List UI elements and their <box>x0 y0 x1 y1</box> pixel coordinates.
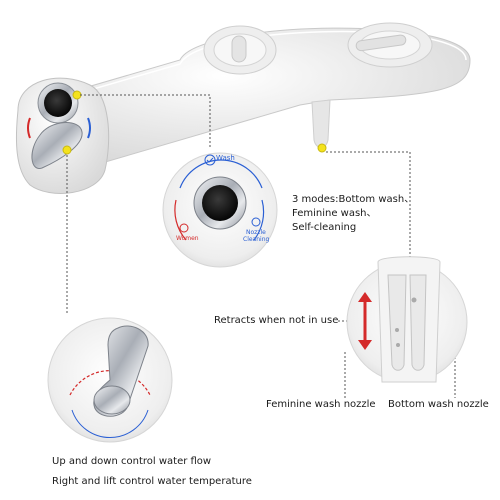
modes-line-1: 3 modes:Bottom wash、 <box>292 194 415 205</box>
water-temperature-text: Right and lift control water temperature <box>52 476 252 487</box>
retracts-callout: Retracts when not in use <box>214 315 339 326</box>
bidet-body <box>15 22 471 194</box>
dial-detail-bubble <box>162 152 278 268</box>
nozzle-label-line1: Nozzle <box>246 229 266 236</box>
modes-callout: 3 modes:Bottom wash、 Feminine wash、 Self… <box>292 193 414 235</box>
bottom-nozzle-callout: Bottom wash nozzle <box>388 399 489 410</box>
wash-label: Wash <box>216 154 235 162</box>
knob-highlight-dot <box>72 90 82 100</box>
lever-highlight-dot <box>62 145 72 155</box>
lever-callout: Up and down control water flow Right and… <box>52 452 252 492</box>
nozzle-highlight-dot <box>317 143 327 153</box>
retract-arrow-icon <box>358 292 372 350</box>
water-flow-text: Up and down control water flow <box>52 456 212 467</box>
modes-line-3: Self-cleaning <box>292 222 357 233</box>
modes-line-2: Feminine wash、 <box>292 208 377 219</box>
lever-detail-bubble <box>47 317 173 443</box>
feminine-nozzle-callout: Feminine wash nozzle <box>266 399 376 410</box>
nozzle-detail-bubble <box>346 256 468 383</box>
women-label: Women <box>176 235 199 242</box>
nozzle-label-line2: Cleaning <box>243 236 270 243</box>
